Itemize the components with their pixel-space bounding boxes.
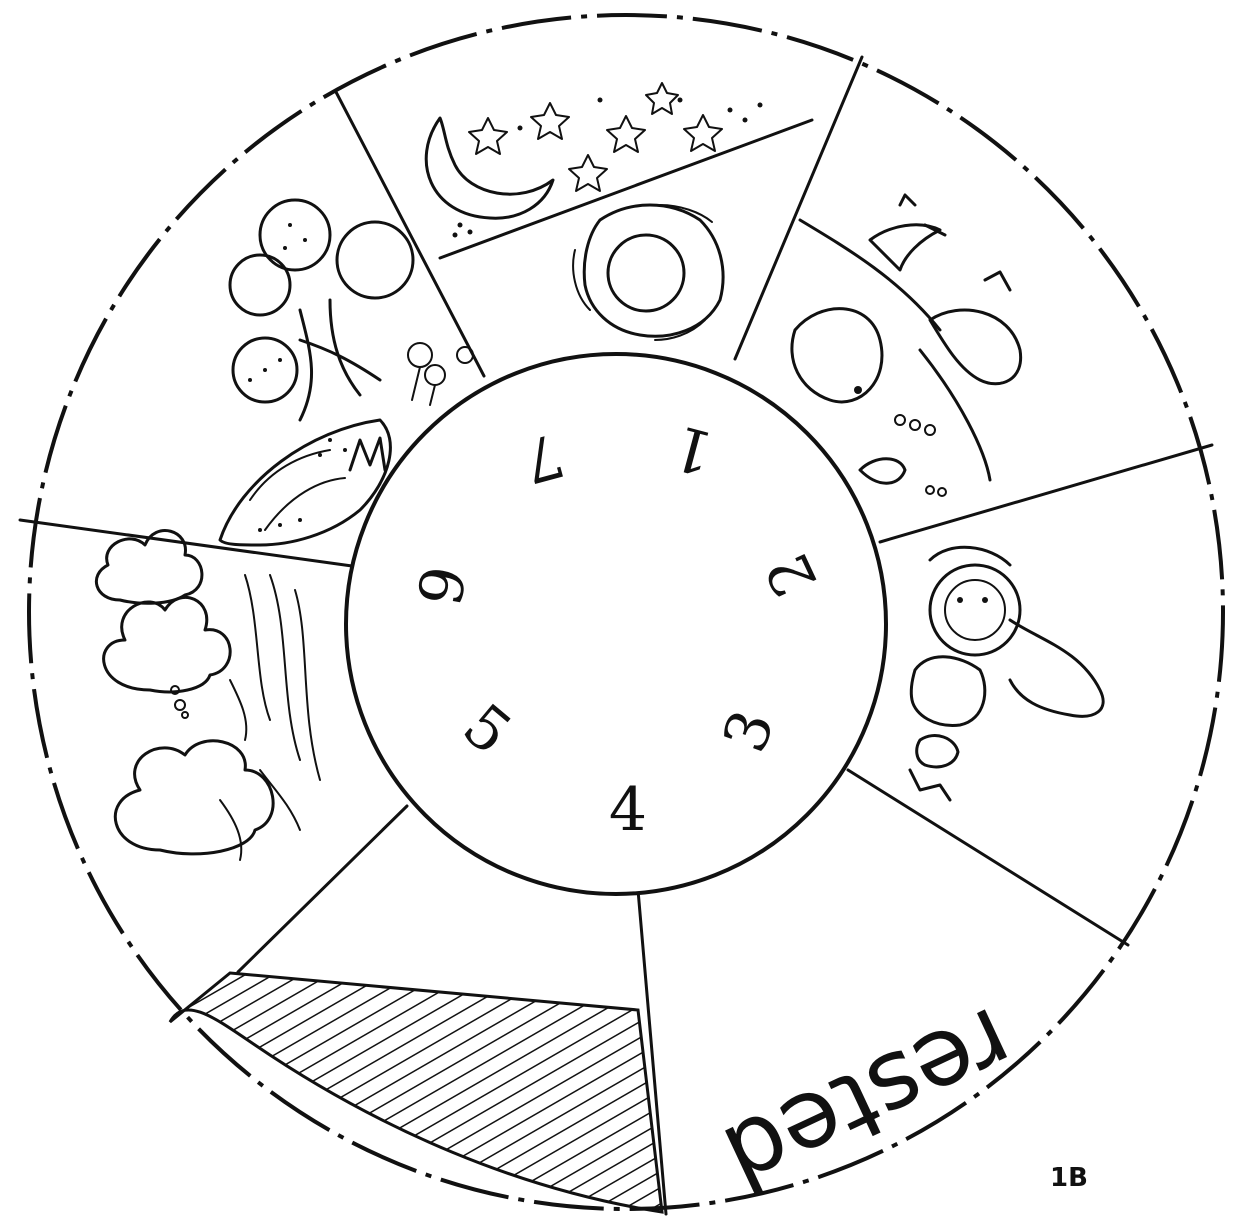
- animals-icon: [910, 547, 1103, 800]
- page-code: 1B: [1050, 1163, 1088, 1193]
- rested-label: rested: [707, 985, 1030, 1215]
- moon-stars-icon: [426, 83, 762, 238]
- hatched-window-icon: [170, 973, 662, 1212]
- day-number-4: 4: [609, 775, 647, 845]
- fish-birds-icon: [792, 195, 1021, 496]
- sun-icon: [573, 205, 723, 340]
- clouds-water-icon: [96, 531, 320, 860]
